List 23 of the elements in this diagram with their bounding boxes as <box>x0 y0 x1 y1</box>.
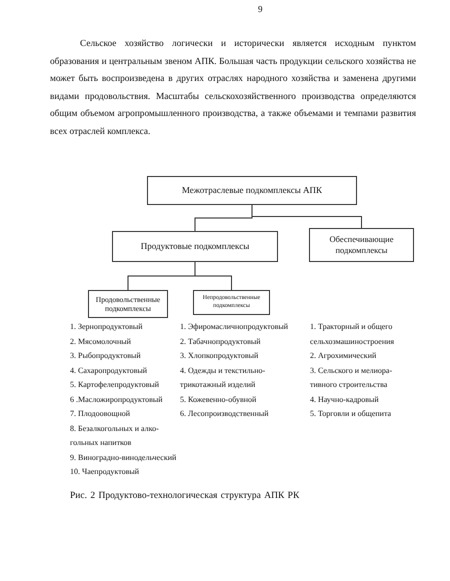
list-item: 9. Виноградно-винодельческий <box>70 452 178 464</box>
list-item: 3. Хлопкопродуктовый <box>180 350 260 362</box>
list-item: 6. Лесопроизводственный <box>180 408 270 420</box>
category-box: Обеспечивающие подкомплексы <box>309 228 414 262</box>
list-item: 4. Одежды и текстильно- трикотажный изделий <box>180 364 266 391</box>
list-item: 5. Картофелепродуктовый <box>70 379 160 391</box>
list-item: 10. Чаепродуктовый <box>70 466 140 478</box>
connector-line <box>194 262 232 290</box>
page-number: 9 <box>258 4 262 14</box>
list-item: 5. Кожевенно-обувной <box>180 394 258 406</box>
list-item: 8. Безалкогольных и алко- гольных напитков <box>70 422 160 449</box>
list-item: 2. Агрохимический <box>310 350 378 362</box>
category-box: Продуктовые подкомплексы <box>112 231 278 262</box>
list-item: 3. Сельского и мелиора- тивного строительства <box>310 364 394 391</box>
category-box: Межотраслевые подкомплексы АПК <box>147 176 357 205</box>
list-item: 1. Эфиромасличнопродуктовый <box>180 321 290 333</box>
paragraph: Сельское хозяйство логически и исторически является исходным пунктом образования и центральным звеном АПК. Большая часть продукции сельского хозяйства не может быть воспроизведена в других отраслях народного хозяйства и заменена другими видами продовольствия. Масштабы сельскохозяйственного производства определяются общим объемом агропромышленного производства, а также объемами и темпами развития всех отраслей комплекса. <box>50 38 416 139</box>
list-item: 1. Тракторный и общего сельхозмашиностроения <box>310 321 396 348</box>
list-item: 5. Торговли и общепита <box>310 408 392 420</box>
figure-caption: Рис. 2 Продуктово-технологическая структура АПК РК <box>70 491 300 501</box>
list-item: 2. Табачнопродуктовый <box>180 336 262 348</box>
list-item: 4. Научно-кадровый <box>310 394 380 406</box>
connector-line <box>252 204 362 228</box>
